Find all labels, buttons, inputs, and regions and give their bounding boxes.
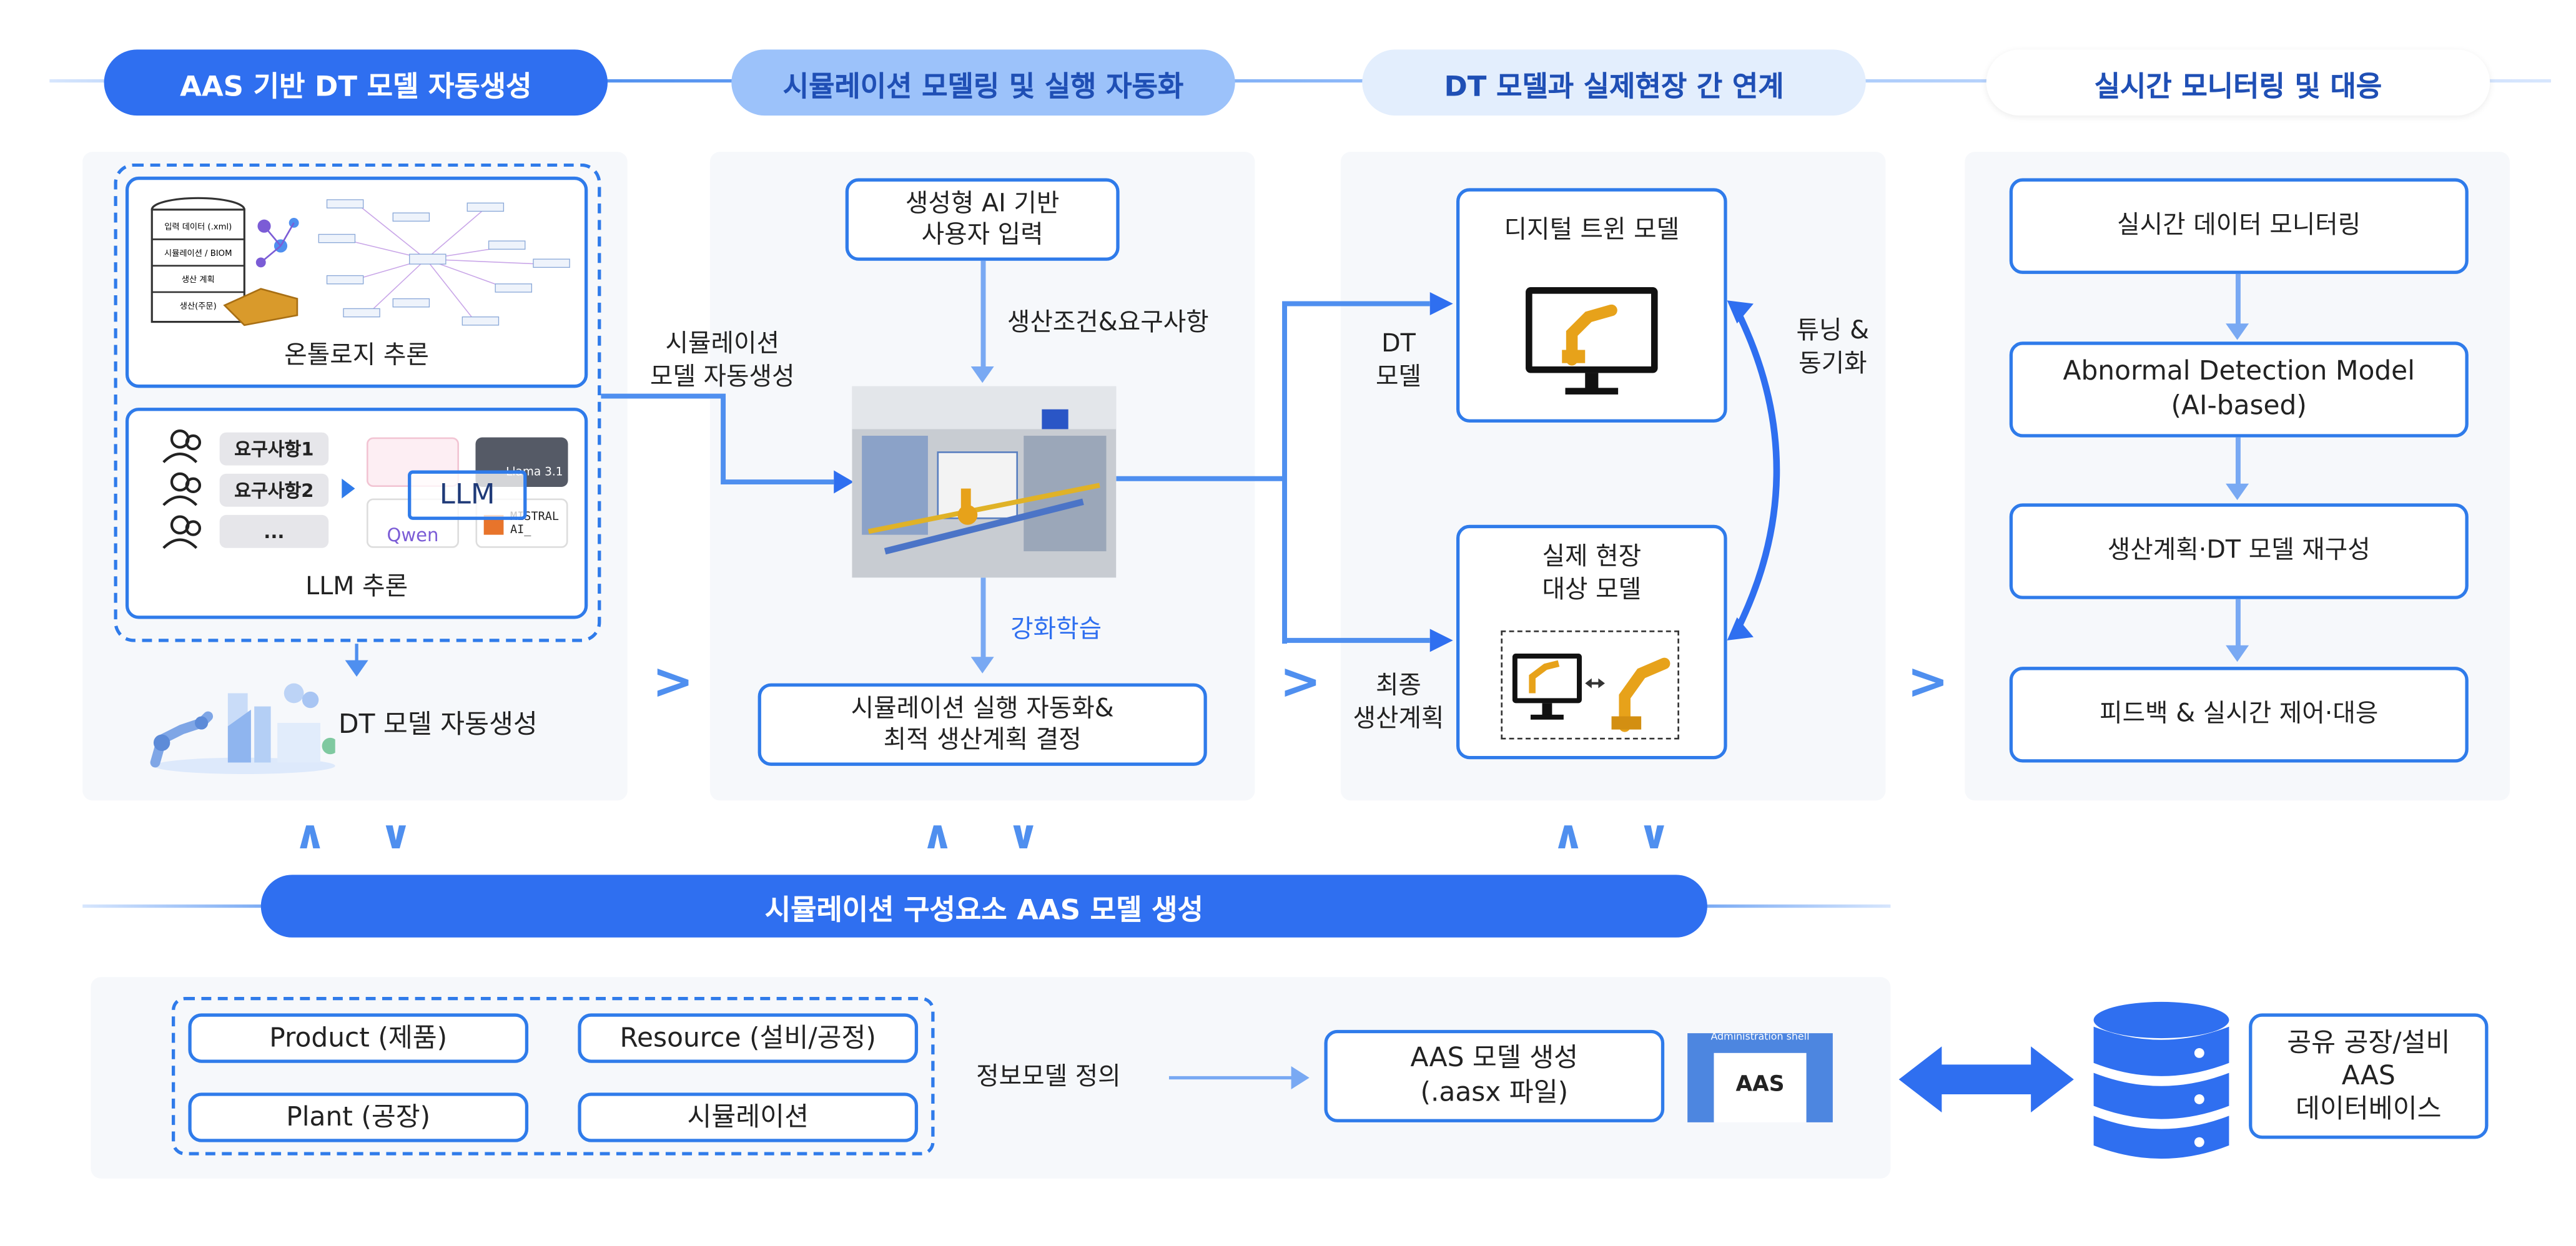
factory-robot-icon <box>150 683 335 775</box>
info-model-group <box>171 996 935 1155</box>
aas-label: AAS <box>1735 1072 1785 1097</box>
arrow-shaft-aas <box>1168 1076 1295 1080</box>
resource-box: Resource (설비/공정) <box>578 1013 919 1063</box>
users-icon <box>162 429 202 549</box>
chevron-up-icon: ∧ <box>294 812 327 858</box>
llm-reasoning-label: LLM 추론 <box>305 570 408 601</box>
plant-box: Plant (공장) <box>188 1092 529 1142</box>
monitoring-box: 실시간 데이터 모니터링 <box>2009 178 2469 274</box>
requirement-2: 요구사항2 <box>219 473 329 507</box>
factory-simulation-image <box>852 386 1117 578</box>
arrow-shaft-conditions <box>980 260 986 373</box>
chevron-up-icon: ∧ <box>921 812 954 858</box>
product-box: Product (제품) <box>188 1013 529 1063</box>
tuning-label: 튜닝 & 동기화 <box>1796 315 1870 379</box>
flow-arrow-to-dt <box>1116 292 1453 652</box>
header-line <box>49 79 2551 83</box>
requirement-3: ... <box>219 514 329 548</box>
qwen-label: Qwen <box>387 524 439 547</box>
arrow-down-icon <box>970 657 994 674</box>
arrow-down-icon <box>2226 645 2249 662</box>
stage-pill-3: DT 모델과 실제현장 간 연계 <box>1362 49 1866 116</box>
chevron-right-icon: > <box>1907 654 1949 712</box>
sim-exec-box: 시뮬레이션 실행 자동화& 최적 생산계획 결정 <box>758 683 1207 766</box>
stage-pill-4: 실시간 모니터링 및 대응 <box>1986 49 2490 116</box>
arrow-shaft-p4-3 <box>2235 599 2241 649</box>
feedback-box: 피드백 & 실시간 제어·대응 <box>2009 667 2469 763</box>
shared-aas-db-box: 공유 공장/설비 AAS 데이터베이스 <box>2249 1013 2489 1139</box>
monitor-robot-icon <box>1526 287 1658 395</box>
db-label-4: 생산(주문) <box>180 301 217 311</box>
digital-twin-label: 디지털 트윈 모델 <box>1504 214 1680 245</box>
dt-auto-label: DT 모델 자동생성 <box>338 708 538 740</box>
llm-center-label: LLM <box>408 470 527 520</box>
db-label-1: 입력 데이터 (.xml) <box>164 222 232 232</box>
info-model-label: 정보모델 정의 <box>976 1061 1121 1091</box>
ontology-graph-icon: 입력 데이터 (.xml) 시뮬레이션 / BIOM 생산 계획 생산(주문) <box>151 197 570 326</box>
db-label-3: 생산 계획 <box>182 275 215 285</box>
ontology-label: 온톨로지 추론 <box>284 339 429 369</box>
dt-model-label: DT 모델 <box>1375 328 1421 392</box>
chevron-right-icon: > <box>652 654 694 712</box>
reconfig-box: 생산계획·DT 모델 재구성 <box>2009 503 2469 599</box>
arrow-down-icon <box>2226 323 2249 340</box>
arrow-shaft-rl <box>980 577 986 660</box>
bidirectional-arrow-icon <box>1898 1046 2074 1113</box>
aas-gen-box: AAS 모델 생성 (.aasx 파일) <box>1324 1029 1665 1122</box>
chevron-down-icon: ∨ <box>1637 812 1670 858</box>
final-plan-label: 최종 생산계획 <box>1353 670 1444 733</box>
arrow-down-icon <box>345 660 368 677</box>
stage-pill-1: AAS 기반 DT 모델 자동생성 <box>104 49 608 116</box>
real-site-label: 실제 현장 대상 모델 <box>1542 541 1642 604</box>
arrow-right-icon <box>1291 1066 1310 1090</box>
aas-component-bar: 시뮬레이션 구성요소 AAS 모델 생성 <box>260 875 1707 938</box>
chevron-up-icon: ∧ <box>1552 812 1584 858</box>
db-label-2: 시뮬레이션 / BIOM <box>164 248 232 258</box>
ai-inference-group <box>114 163 601 642</box>
stage-pill-2: 시뮬레이션 모델링 및 실행 자동화 <box>731 49 1235 116</box>
requirement-1: 요구사항1 <box>219 432 329 466</box>
ai-input-box: 생성형 AI 기반 사용자 입력 <box>845 178 1120 261</box>
arrow-down-icon <box>2226 483 2249 501</box>
conditions-label: 생산조건&요구사항 <box>1007 307 1209 337</box>
simulation-box: 시뮬레이션 <box>578 1092 919 1142</box>
chevron-down-icon: ∨ <box>380 812 412 858</box>
arrow-shaft-p4-2 <box>2235 437 2241 487</box>
chevron-right-icon: > <box>1280 654 1321 712</box>
abnormal-detection-box: Abnormal Detection Model (AI-based) <box>2009 341 2469 438</box>
real-site-frame <box>1501 630 1679 740</box>
rl-label: 강화학습 <box>1010 614 1102 644</box>
triangle-right-icon <box>342 478 355 499</box>
monitor-to-robot-icon <box>1512 654 1670 732</box>
arrow-down-shaft <box>355 644 358 664</box>
sim-auto-gen-label: 시뮬레이션 모델 자동생성 <box>649 328 795 392</box>
arrow-shaft-p4-1 <box>2235 273 2241 327</box>
flow-arrow-to-sim <box>601 393 854 494</box>
administration-shell-icon <box>1687 1033 1833 1122</box>
arrow-down-icon <box>970 366 994 383</box>
admin-shell-label: Administration shell <box>1710 1031 1810 1044</box>
sync-curve-arrow <box>1727 300 1780 640</box>
database-icon <box>2093 1001 2229 1159</box>
chevron-down-icon: ∨ <box>1007 812 1040 858</box>
